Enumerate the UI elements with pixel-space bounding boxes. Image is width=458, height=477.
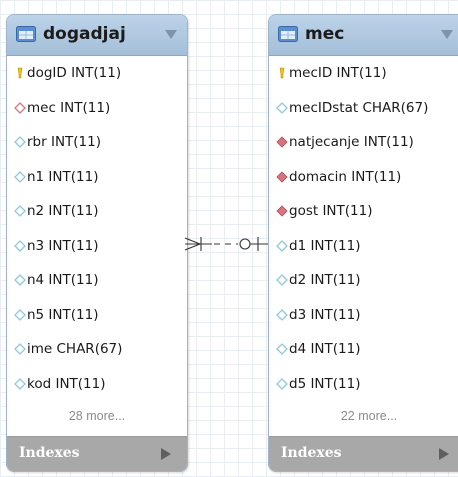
column-label: n4 INT(11) [27,272,99,289]
optional-circle [239,238,251,250]
column-label: n5 INT(11) [27,306,99,323]
column-icon [14,239,26,252]
column-label: d2 INT(11) [289,272,361,289]
column-icon [276,377,288,390]
indexes-bar[interactable]: Indexes [269,436,458,471]
expand-arrow-icon[interactable] [439,448,449,460]
column-row[interactable]: gost INT(11) [269,194,458,229]
column-label: ime CHAR(67) [27,341,123,358]
column-label: n1 INT(11) [27,168,99,185]
column-label: natjecanje INT(11) [289,134,414,151]
column-row[interactable]: d4 INT(11) [269,332,458,367]
column-icon [14,205,26,217]
column-row[interactable]: n5 INT(11) [7,298,187,333]
crows-foot-lower [184,243,201,251]
column-label: domacin INT(11) [289,168,402,185]
primary-key-icon [279,67,285,79]
column-row[interactable]: kod INT(11) [7,367,187,402]
column-icon [276,343,288,355]
column-row[interactable]: domacin INT(11) [269,160,458,195]
table-icon [278,26,298,42]
foreign-key-icon [14,101,26,114]
expand-arrow-icon[interactable] [161,448,171,460]
column-label: n2 INT(11) [27,203,99,220]
column-row[interactable]: natjecanje INT(11) [269,125,458,160]
indexes-label: Indexes [281,445,342,461]
column-label: mec INT(11) [27,99,111,116]
column-label: mecIDstat CHAR(67) [289,99,429,116]
crows-foot-upper [184,237,201,245]
table-name: mec [305,24,345,44]
table-dogadjaj[interactable]: dogadjaj dogID INT(11) mec INT(11) rbr INT… [6,14,188,472]
column-row[interactable]: mecID INT(11) [269,56,458,91]
column-icon [14,343,26,355]
column-row[interactable]: n2 INT(11) [7,194,187,229]
column-icon [276,101,288,114]
column-row[interactable]: mecIDstat CHAR(67) [269,91,458,126]
column-label: rbr INT(11) [27,134,101,151]
column-label: d1 INT(11) [289,237,361,254]
table-mec[interactable]: mec mecID INT(11) mecIDstat CHAR(67) natje… [268,14,458,472]
foreign-key-filled-icon [276,136,288,148]
column-row[interactable]: d3 INT(11) [269,298,458,333]
column-icon [276,239,288,252]
column-label: mecID INT(11) [289,65,387,82]
primary-key-icon [17,67,23,79]
more-columns-label[interactable]: 28 more... [68,409,126,423]
column-row[interactable]: n1 INT(11) [7,160,187,195]
collapse-arrow-icon[interactable] [165,30,177,39]
column-icon [14,136,26,148]
indexes-bar[interactable]: Indexes [7,436,187,471]
column-row[interactable]: d2 INT(11) [269,263,458,298]
foreign-key-filled-icon [276,170,288,183]
column-icon [14,170,26,183]
column-list: mecID INT(11) mecIDstat CHAR(67) natjecanj… [269,56,458,401]
collapse-arrow-icon[interactable] [441,30,453,39]
column-list: dogID INT(11) mec INT(11) rbr INT(11) n1 IN… [7,56,187,401]
table-name: dogadjaj [43,24,126,44]
column-row[interactable]: n4 INT(11) [7,263,187,298]
foreign-key-filled-icon [276,205,288,217]
column-label: dogID INT(11) [27,65,122,82]
column-icon [276,308,288,321]
column-row[interactable]: n3 INT(11) [7,229,187,264]
column-row[interactable]: rbr INT(11) [7,125,187,160]
column-label: d4 INT(11) [289,341,361,358]
column-label: d5 INT(11) [289,375,361,392]
table-icon [16,26,36,42]
column-row[interactable]: d5 INT(11) [269,367,458,402]
column-icon [276,274,288,286]
more-columns-label[interactable]: 22 more... [340,409,398,423]
column-label: d3 INT(11) [289,306,361,323]
column-row[interactable]: d1 INT(11) [269,229,458,264]
column-row[interactable]: mec INT(11) [7,91,187,126]
column-icon [14,308,26,321]
column-icon [14,377,26,390]
table-header[interactable]: dogadjaj [7,15,187,56]
column-label: n3 INT(11) [27,237,99,254]
table-header[interactable]: mec [269,15,458,56]
column-label: gost INT(11) [289,203,373,220]
column-row[interactable]: dogID INT(11) [7,56,187,91]
column-row[interactable]: ime CHAR(67) [7,332,187,367]
indexes-label: Indexes [19,445,80,461]
column-label: kod INT(11) [27,375,106,392]
column-icon [14,274,26,286]
